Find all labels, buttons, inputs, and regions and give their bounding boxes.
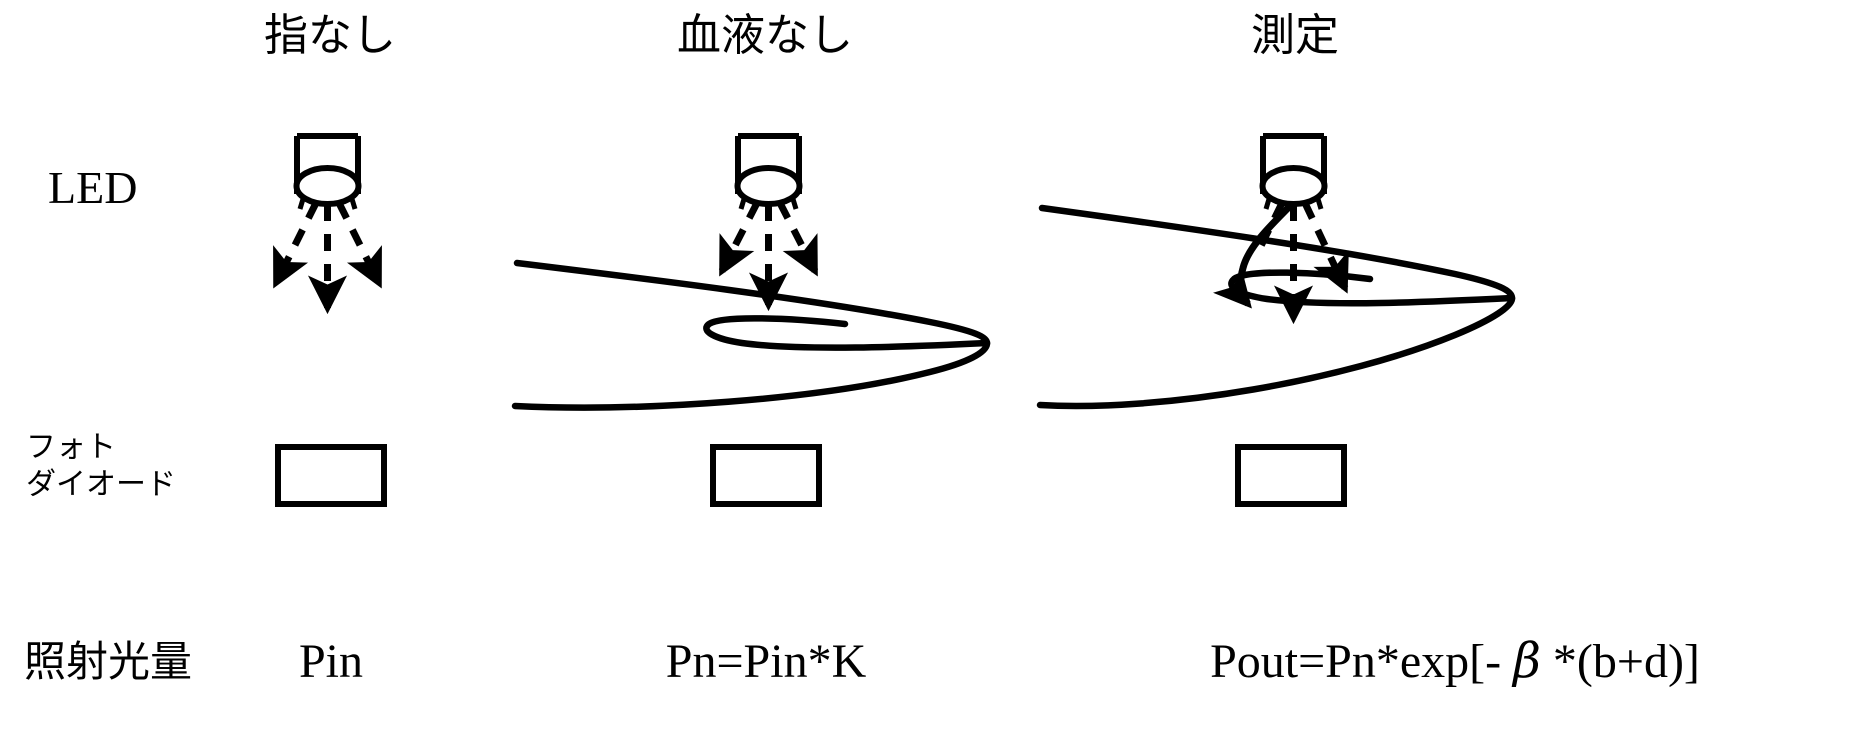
- curved-reflection-arrow: [1213, 203, 1293, 309]
- row-label-photodiode-line1: フォト: [26, 430, 116, 465]
- row-label-photodiode-line2: ダイオード: [26, 467, 176, 502]
- dashed-light-ray-arrow: [1254, 201, 1349, 325]
- formula-col1: Pin: [298, 635, 364, 688]
- column-2-no-blood-graphics: [511, 133, 991, 411]
- finger-outline-icon: [511, 259, 991, 411]
- formula-col3-beta-symbol: β: [1513, 633, 1541, 689]
- column-header-no-blood: 血液なし: [677, 10, 853, 61]
- led-emitter-icon: [293, 133, 362, 210]
- column-header-no-finger: 指なし: [264, 10, 396, 61]
- led-emitter-icon: [734, 133, 803, 210]
- formula-col3-suffix: *(b+d)]: [1540, 635, 1700, 688]
- led-emitter-icon: [1259, 133, 1328, 210]
- column-3-measurement-graphics: [1036, 133, 1516, 410]
- row-label-light-quantity: 照射光量: [24, 637, 193, 686]
- formula-col2: Pn=Pin*K: [665, 635, 867, 688]
- finger-outline-icon: [1036, 204, 1516, 410]
- column-1-no-finger-graphics: [272, 133, 383, 315]
- dashed-light-ray-arrow: [272, 201, 383, 315]
- dashed-light-ray-arrow: [718, 201, 819, 312]
- row-label-led: LED: [48, 162, 138, 213]
- photodiode-rectangle-icon: [275, 444, 1347, 507]
- formula-col3: Pout=Pn*exp[- β *(b+d)]: [1055, 633, 1855, 689]
- column-header-measurement: 測定: [1251, 10, 1339, 61]
- formula-col3-prefix: Pout=Pn*exp[-: [1210, 635, 1514, 688]
